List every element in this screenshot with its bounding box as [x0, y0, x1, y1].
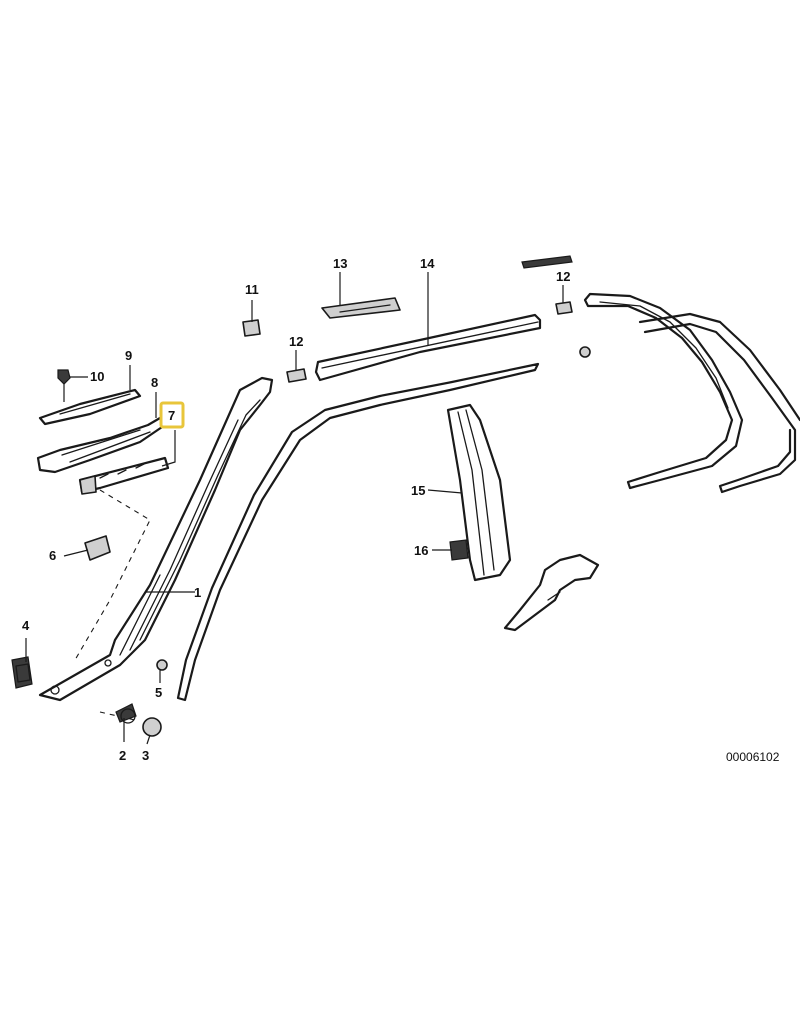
callout-12-left[interactable]: 12 [289, 334, 303, 349]
callout-4[interactable]: 4 [22, 618, 30, 633]
document-number: 00006102 [726, 750, 780, 764]
part-6-clip[interactable] [84, 535, 111, 561]
part-14-roof-moulding[interactable] [314, 313, 591, 382]
highlighted-callout-box [159, 401, 185, 429]
part-12-clip-left[interactable] [286, 368, 307, 383]
callout-11[interactable]: 11 [245, 282, 259, 297]
assembly-guide-line [74, 489, 151, 661]
callout-6[interactable]: 6 [49, 548, 56, 563]
rear-door-frame-seal [583, 292, 800, 494]
callout-8[interactable]: 8 [151, 375, 158, 390]
part-13-plate[interactable] [321, 297, 401, 319]
small-trim-strip [521, 255, 573, 269]
part-12-clip-right[interactable] [555, 301, 573, 315]
part-2-screw[interactable] [115, 703, 137, 724]
part-10-push-clip[interactable] [57, 369, 71, 402]
part-9-upper-trim[interactable] [38, 388, 142, 426]
callout-9[interactable]: 9 [125, 348, 132, 363]
part-3-cap[interactable] [142, 717, 162, 737]
callout-10[interactable]: 10 [90, 369, 104, 384]
part-16-clip[interactable] [449, 539, 469, 561]
callout-16[interactable]: 16 [414, 543, 428, 558]
part-11-clip[interactable] [242, 319, 261, 337]
part-7-bracket[interactable] [78, 456, 170, 495]
rear-seat-bracket [503, 553, 600, 632]
callout-14[interactable]: 14 [420, 256, 435, 271]
callout-leaders [25, 272, 564, 745]
callout-2[interactable]: 2 [119, 748, 126, 763]
part-5-screw[interactable] [156, 659, 168, 671]
callout-13[interactable]: 13 [333, 256, 347, 271]
callout-12-right[interactable]: 12 [556, 269, 570, 284]
callout-5[interactable]: 5 [155, 685, 162, 700]
part-1-a-pillar-trim[interactable] [38, 376, 274, 702]
window-frame-moulding [176, 362, 540, 702]
callout-7[interactable]: 7 [168, 408, 175, 423]
callout-1[interactable]: 1 [194, 585, 201, 600]
callout-15[interactable]: 15 [411, 483, 425, 498]
part-4-clip[interactable] [11, 656, 33, 689]
callout-3[interactable]: 3 [142, 748, 149, 763]
part-15-b-pillar[interactable] [446, 403, 512, 582]
